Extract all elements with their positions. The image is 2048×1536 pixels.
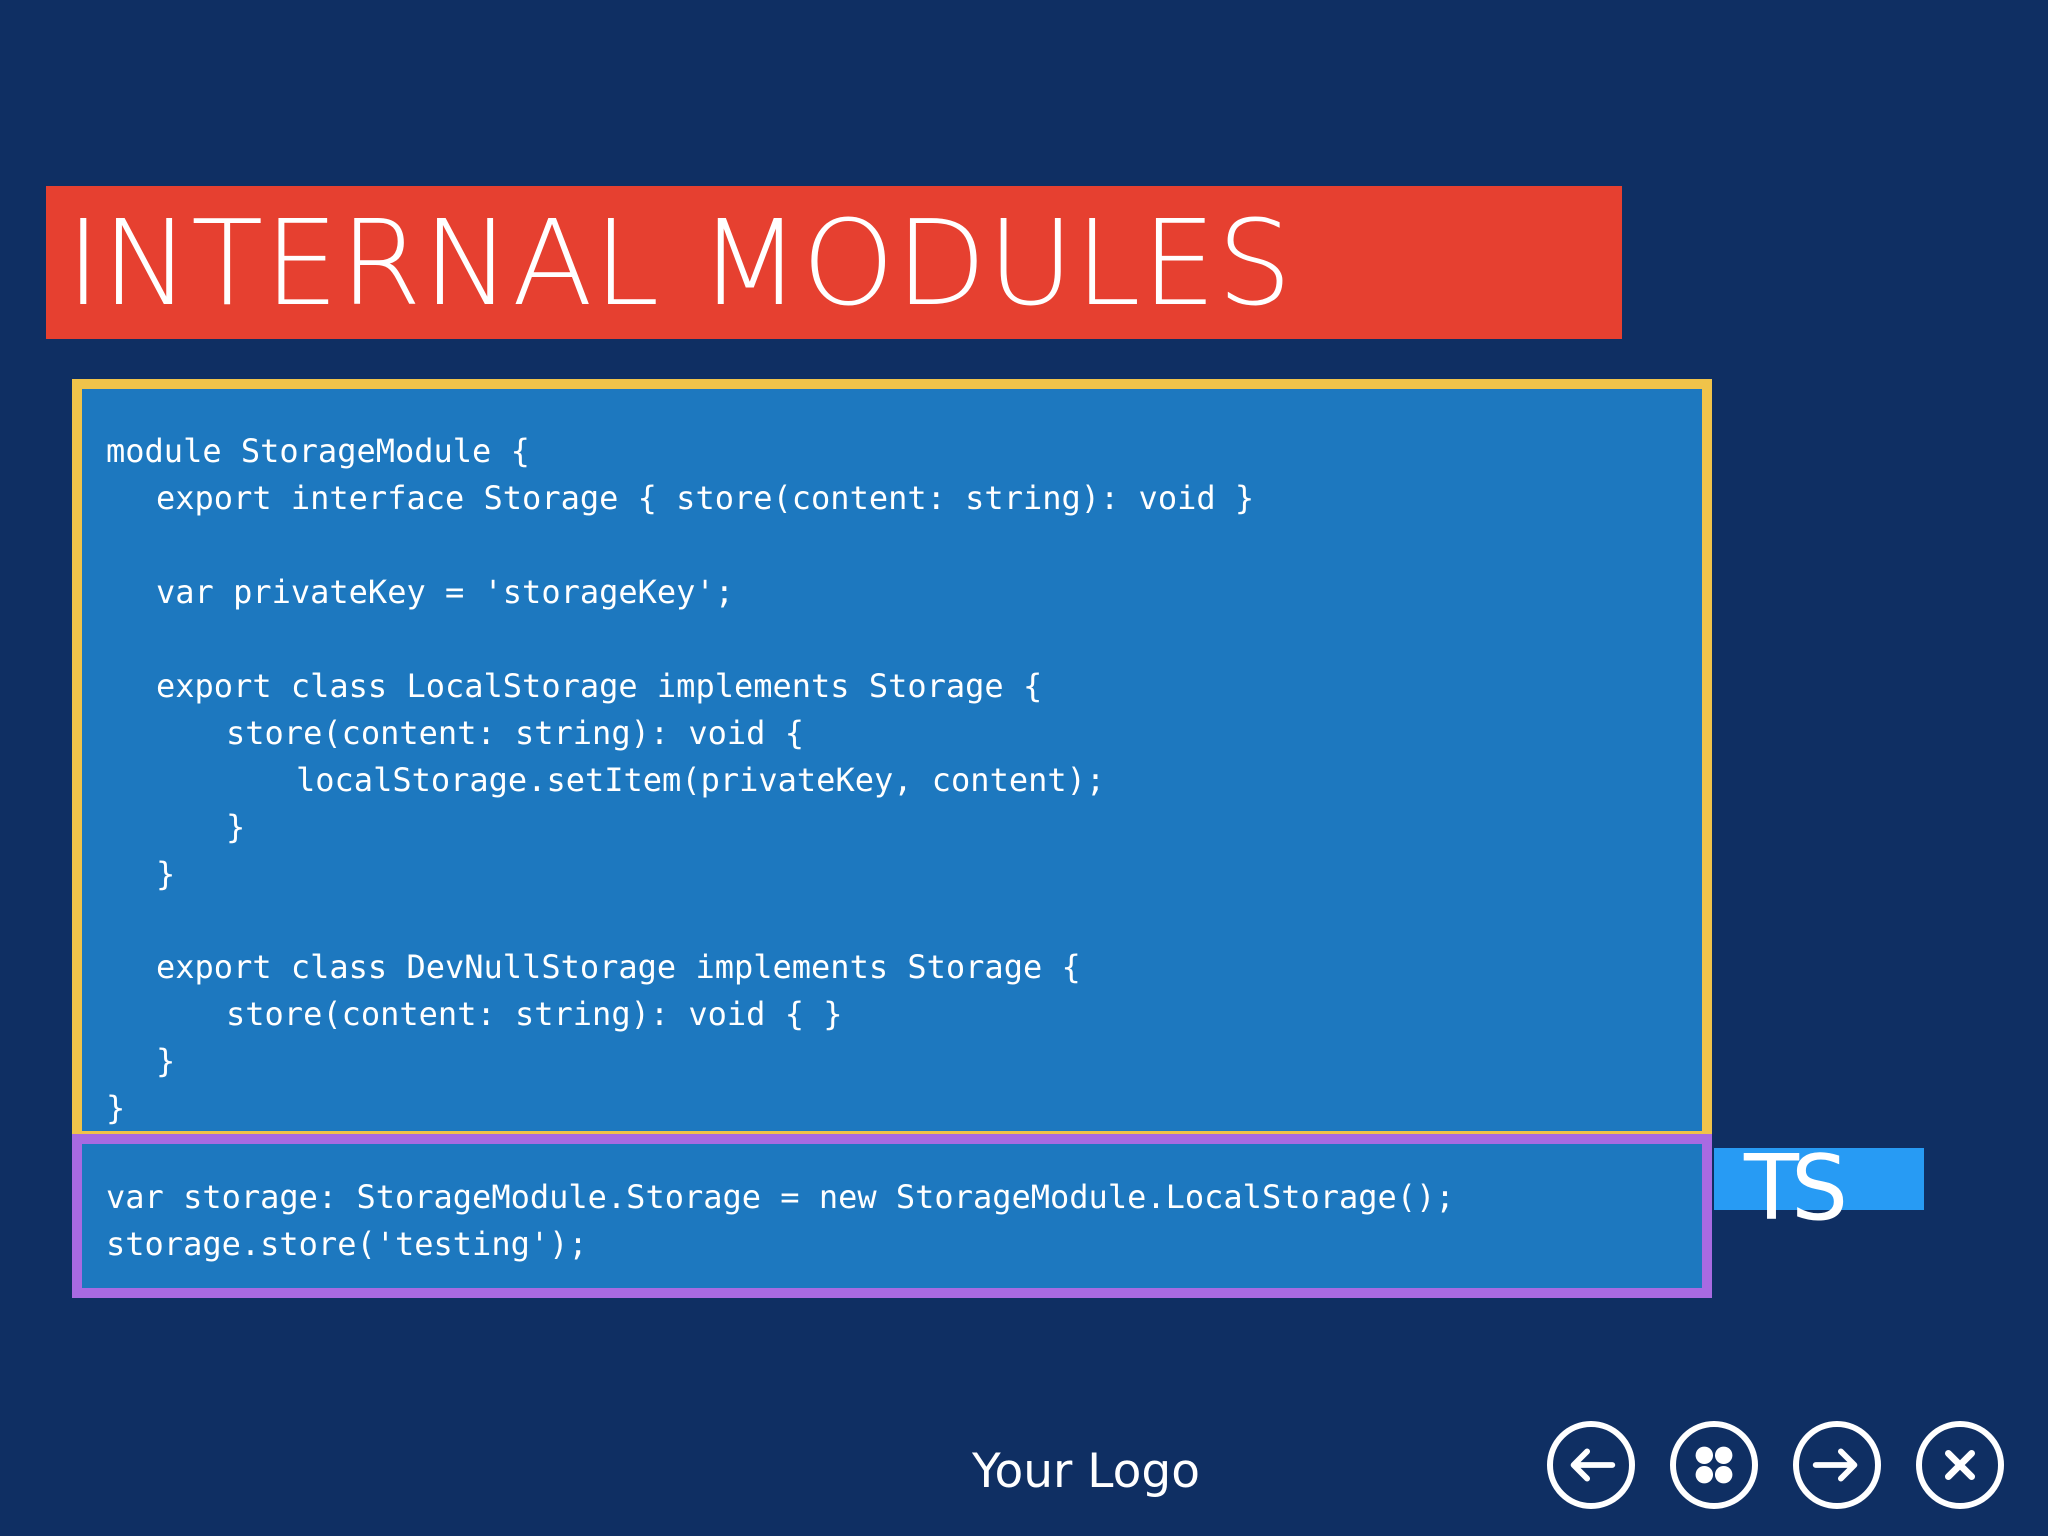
code-line: export interface Storage { store(content… [156,479,1255,517]
code-line: } [226,808,246,846]
forward-arrow-icon [1812,1448,1858,1482]
slide-title: INTERNAL MODULES [66,194,1294,332]
code-line: var storage: StorageModule.Storage = new… [106,1178,1455,1216]
code-line: } [156,1042,176,1080]
code-line: storage.store('testing'); [106,1225,588,1263]
code-line: export class DevNullStorage implements S… [156,948,1081,986]
grid-button[interactable] [1670,1421,1758,1509]
usage-code-panel: var storage: StorageModule.Storage = new… [72,1134,1712,1298]
title-banner: INTERNAL MODULES [46,186,1622,339]
grid-icon [1695,1446,1733,1484]
code-line: store(content: string): void { } [226,995,843,1033]
back-arrow-icon [1570,1448,1616,1482]
close-button[interactable] [1916,1421,2004,1509]
code-line: export class LocalStorage implements Sto… [156,667,1043,705]
module-code-panel: module StorageModule { export interface … [72,379,1712,1141]
typescript-logo-text: TS [1744,1136,1848,1241]
code-line: } [156,855,176,893]
forward-button[interactable] [1793,1421,1881,1509]
logo-placeholder: Your Logo [972,1444,1200,1499]
typescript-badge: TS [1714,1144,1924,1234]
code-line: module StorageModule { [106,432,530,470]
code-line: } [106,1089,126,1127]
back-button[interactable] [1547,1421,1635,1509]
code-line: localStorage.setItem(privateKey, content… [296,761,1106,799]
code-line: var privateKey = 'storageKey'; [156,573,734,611]
close-icon [1944,1449,1976,1481]
code-line: store(content: string): void { [226,714,804,752]
